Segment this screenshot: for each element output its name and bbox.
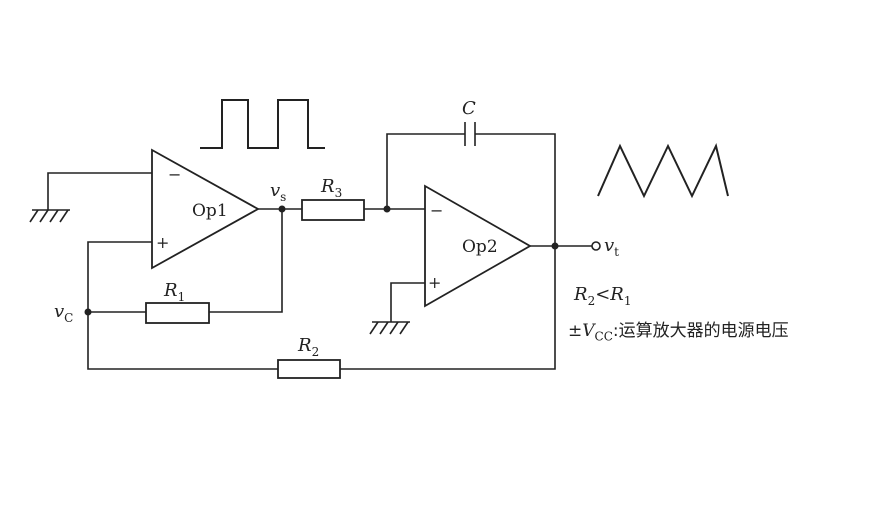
op-amp-1 bbox=[151, 148, 260, 270]
label-r1: R1 bbox=[163, 280, 185, 304]
note-v-sub: CC bbox=[594, 329, 613, 344]
label-c: C bbox=[462, 98, 476, 119]
ground-symbol-op1 bbox=[29, 172, 152, 223]
op1-plus-sign: + bbox=[156, 233, 169, 252]
output-terminal-vt bbox=[591, 241, 601, 251]
resistor-r1 bbox=[145, 302, 210, 324]
note-v: V bbox=[582, 321, 595, 341]
triangle-wave-icon bbox=[597, 143, 729, 199]
node-vs bbox=[278, 205, 286, 213]
ground-symbol-op2 bbox=[369, 282, 425, 335]
op-amp-2 bbox=[424, 184, 532, 308]
label-r2: R2 bbox=[297, 335, 319, 359]
resistor-r3 bbox=[301, 199, 365, 221]
op1-label: Op1 bbox=[192, 201, 228, 221]
op2-plus-sign: + bbox=[428, 273, 441, 292]
label-vs: vs bbox=[270, 180, 286, 204]
op1-minus-sign: − bbox=[168, 165, 181, 184]
label-vc: vC bbox=[54, 301, 73, 325]
op2-label: Op2 bbox=[462, 237, 498, 257]
op2-minus-sign: − bbox=[430, 201, 443, 220]
condition-r2-lt-r1: R2<R1 bbox=[573, 284, 632, 308]
power-supply-note: ±VCC:运算放大器的电源电压 bbox=[568, 316, 868, 343]
label-r3: R3 bbox=[320, 176, 342, 200]
square-wave-icon bbox=[200, 99, 325, 149]
note-text: :运算放大器的电源电压 bbox=[612, 321, 789, 341]
label-vt: vt bbox=[604, 235, 619, 259]
note-plus-minus: ± bbox=[568, 321, 583, 341]
resistor-r2 bbox=[277, 359, 341, 379]
